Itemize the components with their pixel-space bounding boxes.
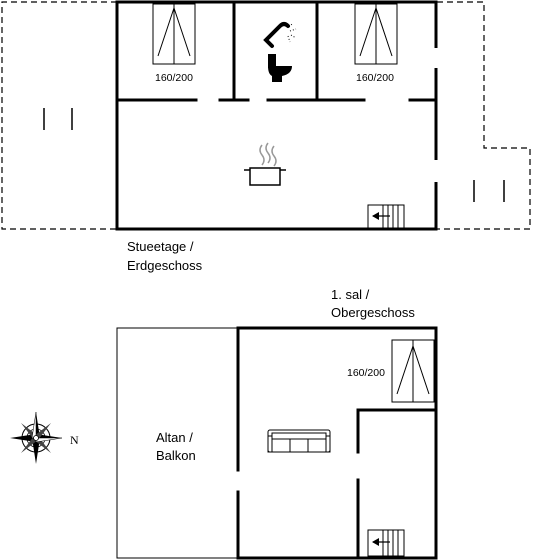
floor-label: 1. sal /: [331, 287, 370, 302]
compass-rose-icon: [10, 411, 63, 464]
toilet-icon: [268, 54, 292, 82]
bed-size-label: 160/200: [356, 72, 394, 84]
room-label: Balkon: [156, 448, 196, 463]
floor-label: Erdgeschoss: [127, 258, 203, 273]
shower-icon: [263, 22, 297, 48]
bed-size-label: 160/200: [155, 72, 193, 84]
floor-label: Stueetage /: [127, 239, 194, 254]
bed-icon: [391, 339, 435, 403]
upper-floor: 1. sal / Obergeschoss Altan / Balkon 160…: [116, 287, 438, 560]
balcony-outline: [116, 327, 238, 559]
compass-north-label: N: [70, 433, 79, 447]
room-label: Altan /: [156, 430, 193, 445]
staircase-icon: [367, 529, 405, 557]
floor-label: Obergeschoss: [331, 305, 415, 320]
outdoor-area-outline: [117, 1, 531, 230]
bed-icon: [354, 3, 398, 65]
sofa-icon: [267, 429, 331, 453]
cooking-pot-icon: [244, 142, 286, 186]
outdoor-area-outline-left: [1, 1, 117, 230]
upper-floor-outer-wall: [236, 326, 438, 560]
ground-floor-outer-wall: [115, 0, 438, 231]
staircase-icon: [367, 204, 405, 230]
bed-size-label: 160/200: [347, 367, 385, 379]
ground-floor: 160/200 160/200: [1, 0, 531, 273]
bed-icon: [152, 3, 196, 65]
